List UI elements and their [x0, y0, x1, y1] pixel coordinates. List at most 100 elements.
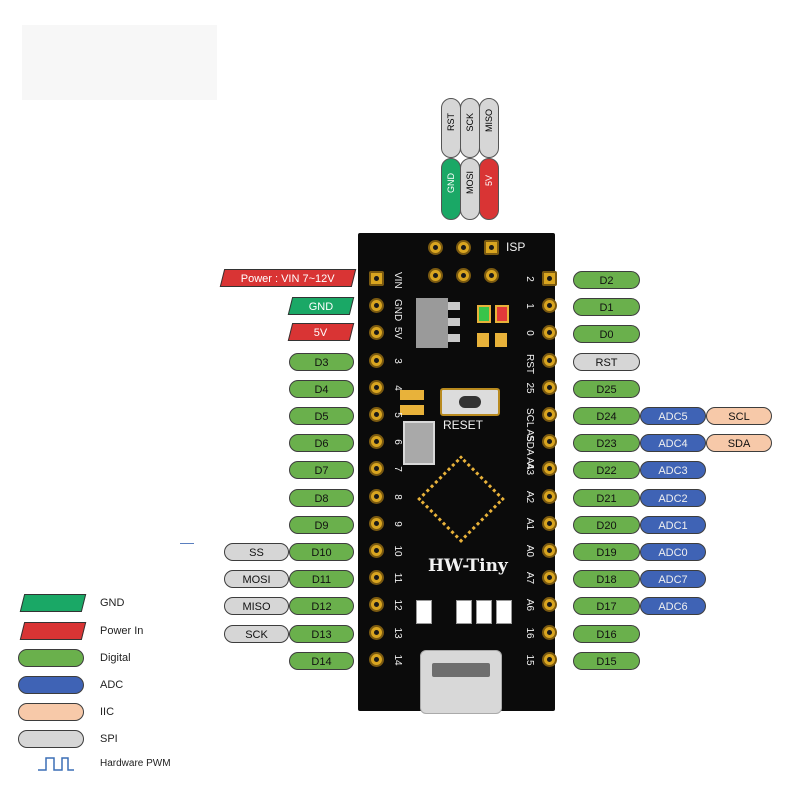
isp-pad	[456, 268, 471, 283]
vin-power-label: Power : VIN 7~12V	[219, 269, 357, 287]
left-pin-silk: 13	[392, 627, 403, 639]
left-digital-pill: D7	[289, 461, 354, 479]
right-pin-pad	[542, 489, 557, 504]
right-digital-pill: D0	[573, 325, 640, 343]
right-digital-pill: D15	[573, 652, 640, 670]
left-pin-silk: 10	[392, 545, 403, 557]
left-pin-pad	[369, 570, 384, 585]
left-pin-silk: 7	[392, 466, 403, 472]
left-spi-pill: MISO	[224, 597, 289, 615]
right-pin-pad	[542, 298, 557, 313]
isp-pin-sck: SCK	[460, 98, 480, 158]
left-pin-silk: 9	[392, 521, 403, 527]
legend-label-adc: ADC	[100, 679, 124, 691]
right-pin-silk: 25	[524, 382, 535, 394]
right-digital-pill: D20	[573, 516, 640, 534]
left-pin-pad	[369, 652, 384, 667]
right-pin-silk: 0	[524, 330, 535, 336]
isp-pad	[484, 240, 499, 255]
pwm-wave-icon	[38, 757, 74, 771]
right-pin-pad	[542, 434, 557, 449]
right-digital-pill: D1	[573, 298, 640, 316]
left-pin-pad	[369, 461, 384, 476]
capacitor	[400, 405, 424, 415]
right-iic-pill: SDA	[706, 434, 772, 452]
right-pin-pad	[542, 407, 557, 422]
left-pin-silk: 4	[392, 385, 403, 391]
right-adc-pill: ADC7	[640, 570, 706, 588]
right-pin-silk: A0	[524, 544, 535, 558]
board-name: HW-Tiny	[428, 556, 508, 576]
isp-pad	[456, 240, 471, 255]
right-adc-pill: ADC3	[640, 461, 706, 479]
legend-swatch-power	[19, 622, 87, 640]
right-digital-pill: D2	[573, 271, 640, 289]
legend-label-power: Power In	[100, 625, 144, 637]
left-pin-silk: GND	[392, 299, 403, 322]
legend-label-pwm: Hardware PWM	[100, 758, 171, 769]
left-pin-silk: 3	[392, 358, 403, 364]
right-pin-silk: 15	[524, 654, 535, 666]
right-pin-pad	[542, 325, 557, 340]
right-pin-silk: A1	[524, 517, 535, 531]
right-pin-pad	[542, 516, 557, 531]
right-adc-pill: ADC0	[640, 543, 706, 561]
right-pin-silk: A2	[524, 490, 535, 504]
left-spi-pill: SS	[224, 543, 289, 561]
usb-opening	[432, 663, 490, 677]
right-pin-silk: 1	[524, 303, 535, 309]
left-pin-pad	[369, 489, 384, 504]
regulator-tab	[448, 318, 460, 326]
right-pin-silk: A7	[524, 571, 535, 585]
right-pin-silk: 16	[524, 627, 535, 639]
isp-pad	[484, 268, 499, 283]
isp-pin-rst: RST	[441, 98, 461, 158]
legend-label-spi: SPI	[100, 733, 118, 745]
left-pin-pad	[369, 353, 384, 368]
pcb-board	[358, 233, 555, 711]
left-pin-silk: VIN	[392, 272, 403, 289]
gnd-label: GND	[287, 297, 355, 315]
green-led	[477, 305, 491, 323]
left-pin-silk: 6	[392, 439, 403, 445]
left-pin-pad	[369, 325, 384, 340]
legend-swatch-spi	[18, 730, 84, 748]
left-pin-pad	[369, 407, 384, 422]
left-digital-pill: D12	[289, 597, 354, 615]
smd-component	[495, 333, 507, 347]
left-pin-pad	[369, 271, 384, 286]
left-pin-pad	[369, 380, 384, 395]
legend-swatch-digital	[18, 649, 84, 667]
legend-label-iic: IIC	[100, 706, 115, 718]
smd-component	[456, 600, 472, 624]
left-digital-pill: D5	[289, 407, 354, 425]
right-pin-silk: SCL A5	[524, 408, 535, 442]
reset-button-cap	[459, 396, 481, 408]
left-digital-pill: D14	[289, 652, 354, 670]
isp-silk-label: ISP	[506, 240, 526, 254]
right-adc-pill: ADC1	[640, 516, 706, 534]
right-pin-pad	[542, 271, 557, 286]
right-iic-pill: SCL	[706, 407, 772, 425]
right-digital-pill: D22	[573, 461, 640, 479]
left-digital-pill: D9	[289, 516, 354, 534]
right-pin-pad	[542, 353, 557, 368]
left-digital-pill: D4	[289, 380, 354, 398]
right-pin-pad	[542, 652, 557, 667]
left-pin-silk: 11	[392, 572, 403, 584]
right-adc-pill: ADC2	[640, 489, 706, 507]
left-digital-pill: D13	[289, 625, 354, 643]
right-digital-pill: D18	[573, 570, 640, 588]
left-pin-pad	[369, 543, 384, 558]
left-pin-silk: 5V	[392, 326, 403, 340]
capacitor	[400, 390, 424, 400]
reset-button[interactable]	[440, 388, 500, 416]
regulator-tab	[448, 334, 460, 342]
right-adc-pill: ADC6	[640, 597, 706, 615]
right-pin-silk: RST	[524, 354, 535, 374]
isp-pin-miso: MISO	[479, 98, 499, 158]
left-digital-pill: D11	[289, 570, 354, 588]
right-adc-pill: ADC4	[640, 434, 706, 452]
left-pin-silk: 8	[392, 494, 403, 500]
isp-pad	[428, 240, 443, 255]
